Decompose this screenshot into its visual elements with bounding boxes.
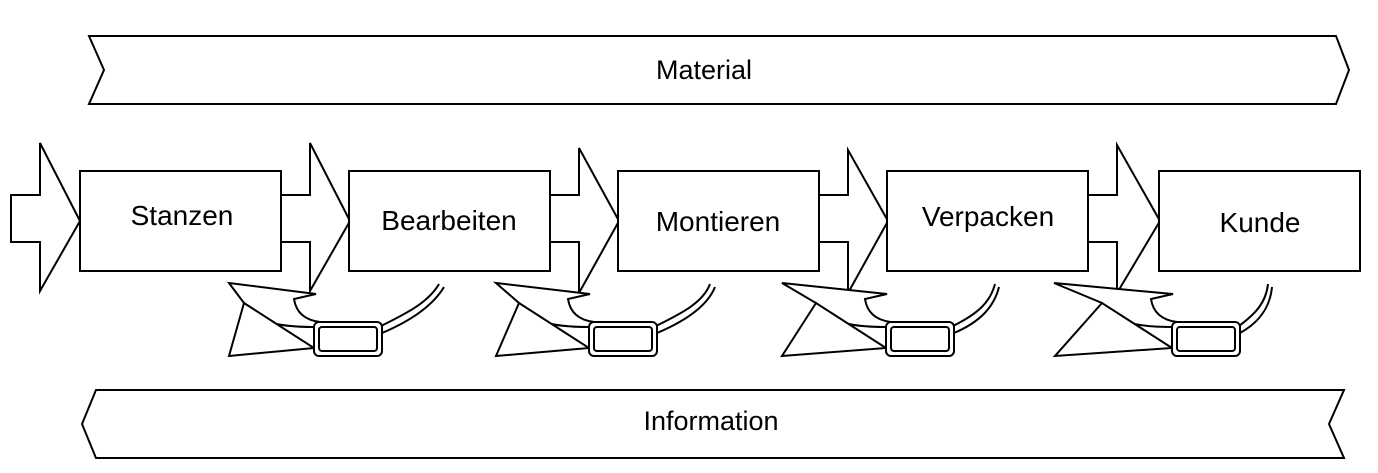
process-box-2: Bearbeiten [348,170,551,272]
kanban-card-outer [1171,321,1241,357]
process-box-1: Stanzen [79,170,282,272]
process-label-bearbeiten: Bearbeiten [381,205,516,236]
kanban-card-outer [313,321,383,357]
process-box-4: Verpacken [886,170,1089,272]
kanban-signal-tail [655,283,716,334]
kanban-card-inner [318,326,378,352]
material-band: Material [87,35,1351,105]
flow-arrow-3 [548,147,621,297]
material-label: Material [656,55,752,85]
flow-arrows [10,141,1162,297]
kanban-return-arrow-icon [1053,282,1180,329]
information-band: Information [80,389,1346,459]
kanban-signal-tail [952,283,1000,334]
kanban-card-inner [593,326,653,352]
kanban-loop-2 [492,281,716,358]
kanban-loop-4 [1052,282,1273,358]
kanban-card-inner [1176,326,1236,352]
flow-arrow-5 [1086,141,1162,297]
process-box-5: Kunde [1158,170,1361,272]
process-label-kunde: Kunde [1220,207,1301,238]
kanban-return-arrow-icon [781,282,894,329]
process-label-montieren: Montieren [656,206,781,237]
process-box-3: Montieren [617,170,820,272]
kanban-return-arrow-icon [226,281,323,329]
kanban-loop-1 [226,281,445,358]
kanban-return-pointer [494,301,593,358]
kanban-return-arrow-icon [492,281,597,329]
process-label-verpacken: Verpacken [922,201,1054,232]
kanban-signal-tail [380,283,445,334]
kanban-loop-3 [780,282,1000,358]
kanban-card-inner [890,326,950,352]
information-label: Information [643,406,778,436]
kanban-card-outer [588,321,658,357]
flow-arrow-2 [279,142,352,295]
kanban-signal-tail [1238,283,1273,334]
process-label-stanzen: Stanzen [131,200,234,231]
kanban-return-pointer [780,301,890,358]
kanban-return-pointer [1052,301,1176,358]
flow-arrow-1 [10,142,82,295]
flow-arrow-4 [816,146,890,297]
kanban-return-pointer [227,301,317,358]
kanban-card-outer [885,321,955,357]
